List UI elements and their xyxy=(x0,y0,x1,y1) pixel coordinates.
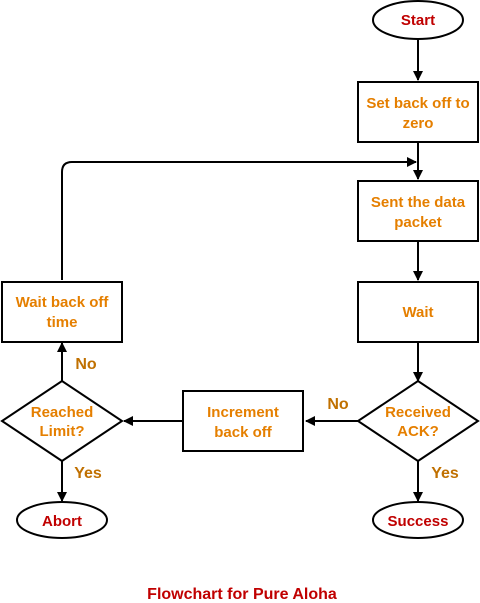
edge-label-ack-yes: Yes xyxy=(431,465,459,482)
received-ack-label-line2: ACK? xyxy=(397,423,439,440)
diagram-caption: Flowchart for Pure Aloha xyxy=(147,586,337,603)
edge-label-ack-no: No xyxy=(327,396,349,413)
wait-backoff-box xyxy=(1,281,123,343)
success-terminal: Success xyxy=(372,501,464,539)
send-packet-label-line1: Sent the data xyxy=(371,194,466,211)
set-backoff-label-line2: zero xyxy=(403,115,434,132)
set-backoff-label-line1: Set back off to xyxy=(366,95,469,112)
reached-limit-label-line1: Reached xyxy=(31,404,94,421)
start-terminal: Start xyxy=(372,0,464,40)
reached-limit-decision: Reached Limit? xyxy=(0,379,124,463)
send-packet-label-line2: packet xyxy=(394,214,442,231)
edge-label-limit-no: No xyxy=(75,356,97,373)
abort-terminal: Abort xyxy=(16,501,108,539)
set-backoff-box xyxy=(357,81,479,143)
received-ack-diamond xyxy=(356,379,480,463)
increment-backoff-label-line2: back off xyxy=(214,424,273,441)
success-terminal-shape xyxy=(372,501,464,539)
wait-box xyxy=(357,281,479,343)
send-packet-process: Sent the data packet xyxy=(357,180,479,242)
connectors xyxy=(57,40,423,502)
abort-terminal-shape xyxy=(16,501,108,539)
connector-wait-backoff-loop xyxy=(61,157,417,280)
increment-backoff-process: Increment back off xyxy=(182,390,304,452)
edge-label-limit-yes: Yes xyxy=(74,465,102,482)
reached-limit-diamond xyxy=(0,379,124,463)
reached-limit-label-line2: Limit? xyxy=(40,423,85,440)
wait-label: Wait xyxy=(402,304,433,321)
start-terminal-label: Start xyxy=(401,12,435,29)
success-terminal-label: Success xyxy=(388,513,449,530)
increment-backoff-box xyxy=(182,390,304,452)
send-packet-box xyxy=(357,180,479,242)
received-ack-label-line1: Received xyxy=(385,404,451,421)
wait-backoff-label-line1: Wait back off xyxy=(16,294,110,311)
abort-terminal-label: Abort xyxy=(42,513,82,530)
wait-backoff-label-line2: time xyxy=(47,314,78,331)
wait-backoff-process: Wait back off time xyxy=(1,281,123,343)
wait-process: Wait xyxy=(357,281,479,343)
start-terminal-shape xyxy=(372,0,464,40)
set-backoff-process: Set back off to zero xyxy=(357,81,479,143)
received-ack-decision: Received ACK? xyxy=(356,379,480,463)
increment-backoff-label-line1: Increment xyxy=(207,404,279,421)
